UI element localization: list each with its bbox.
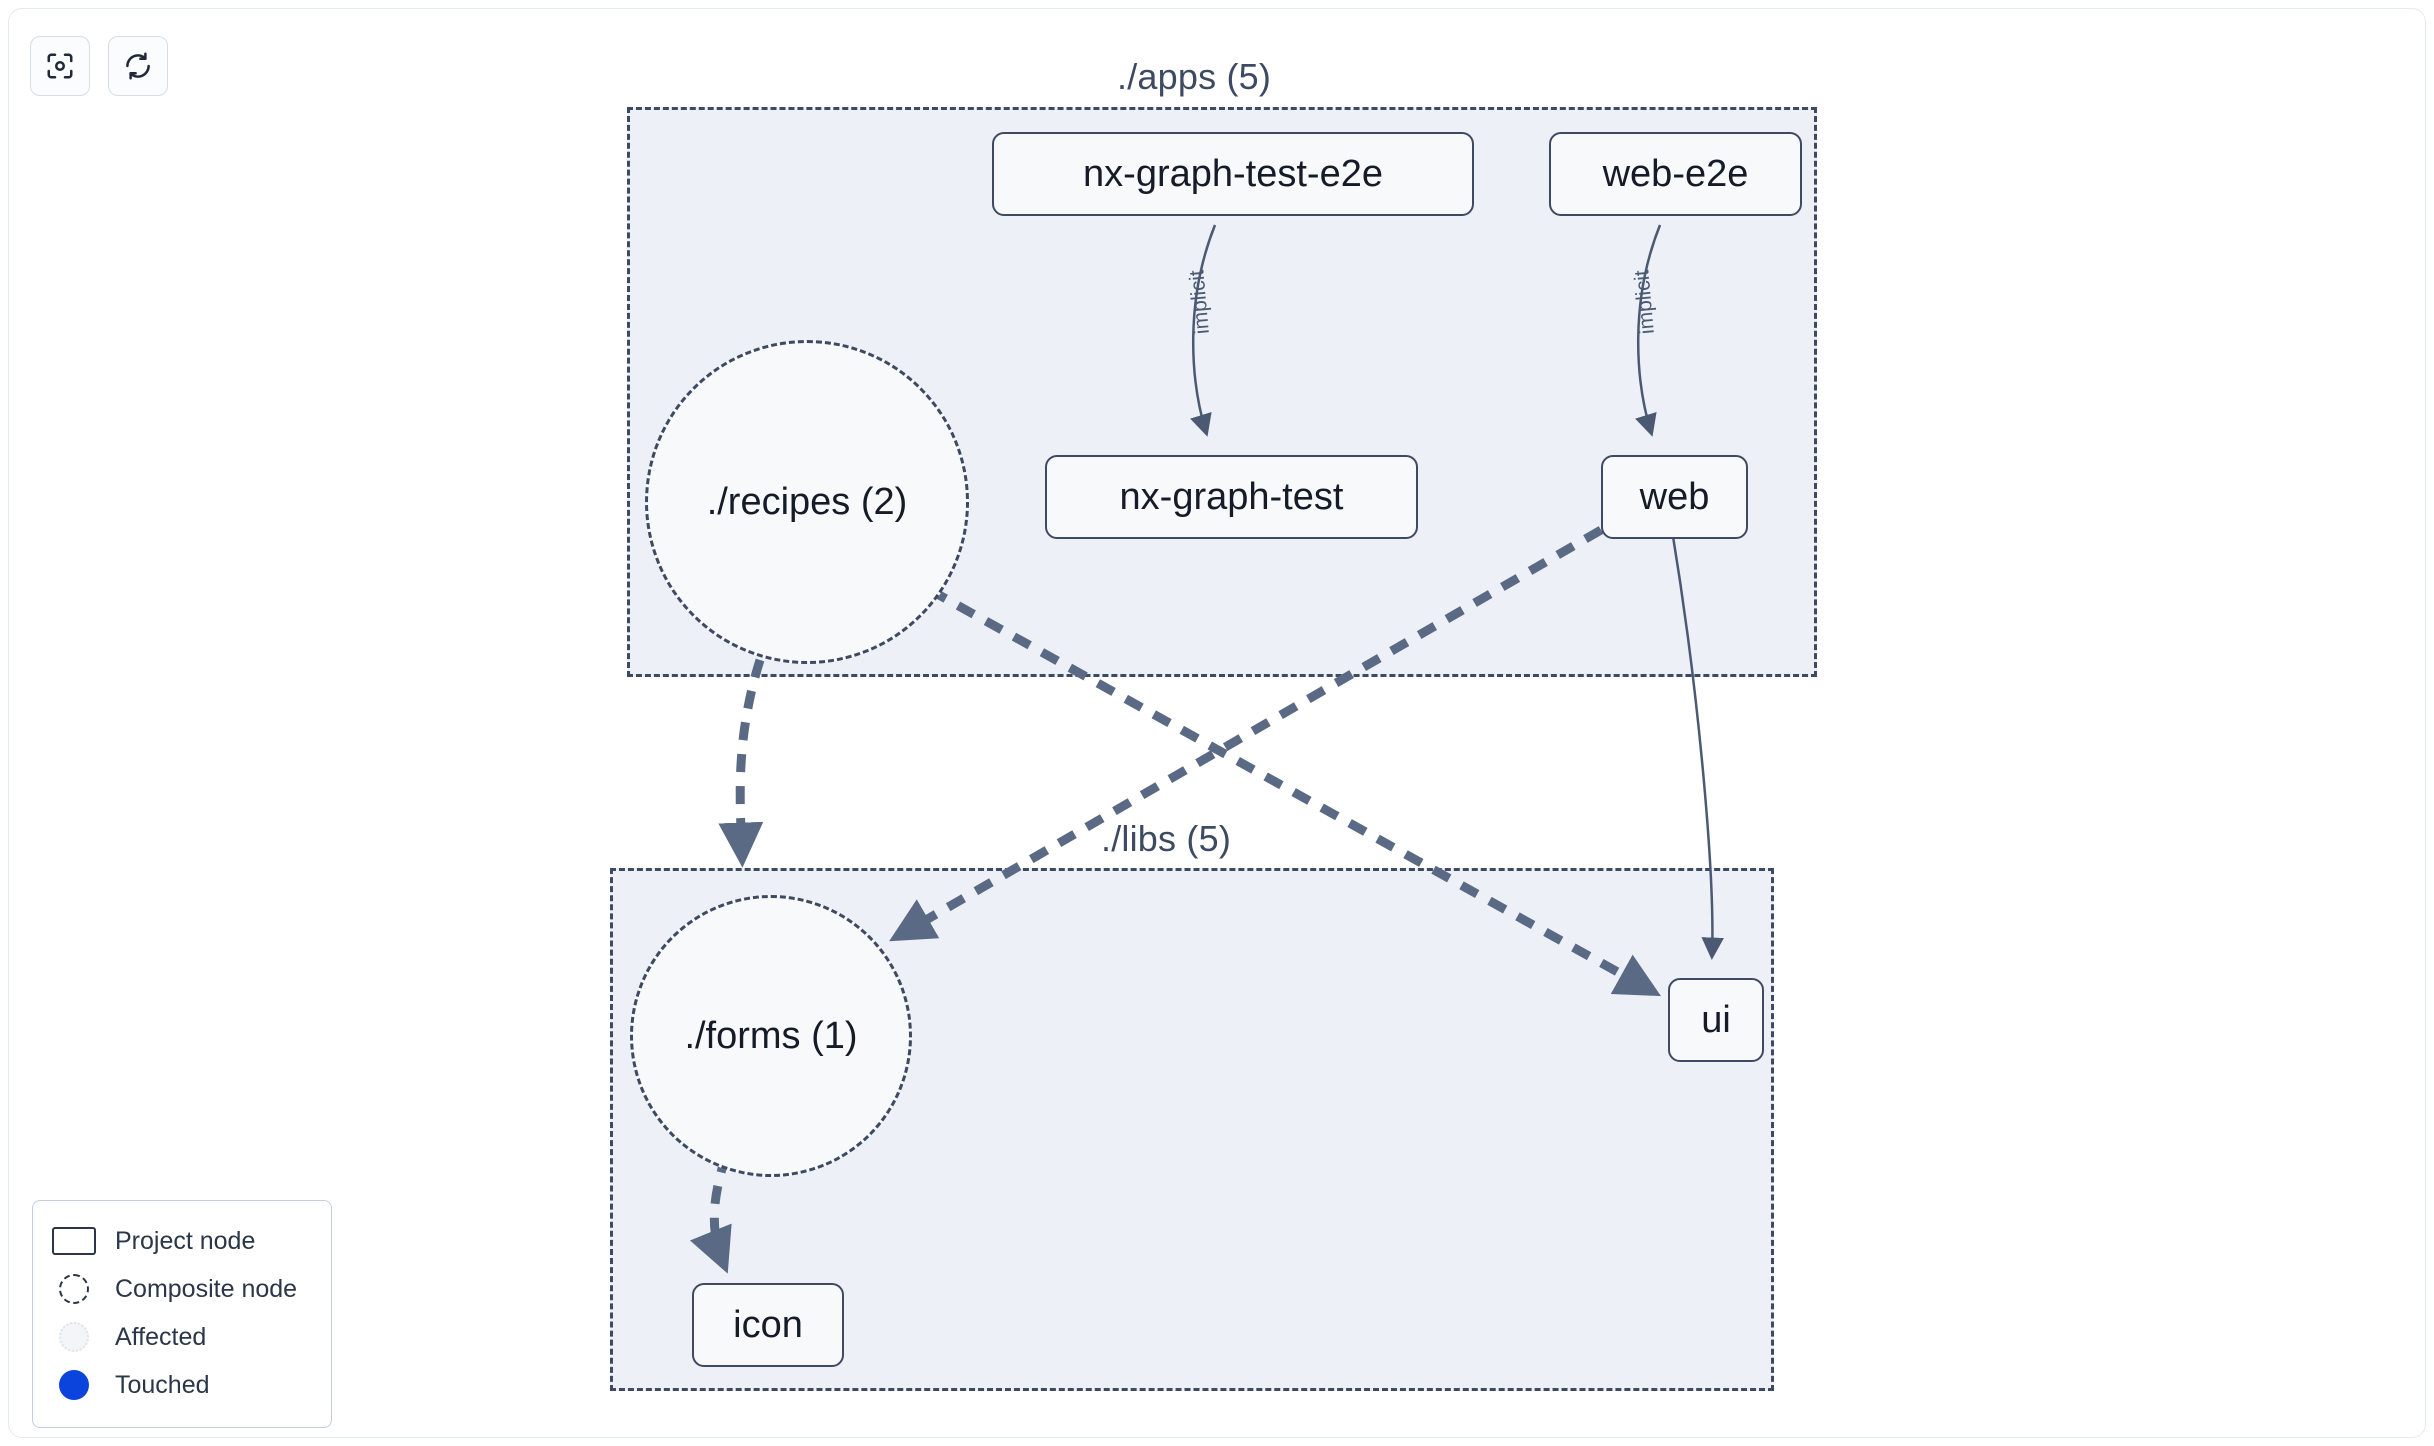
node-label: ./forms (1) [684,1014,858,1057]
legend-label: Composite node [115,1274,298,1303]
graph-legend: Project node Composite node Affected Tou… [32,1200,332,1428]
node-forms[interactable]: ./forms (1) [630,895,912,1177]
legend-item-touched: Touched [51,1361,313,1409]
group-libs-label: ./libs (5) [1101,818,1232,859]
composite-node-swatch [51,1274,97,1304]
edge-recipes-to-forms [718,658,765,868]
node-label: icon [733,1303,803,1346]
node-label: ui [1701,998,1731,1041]
node-recipes[interactable]: ./recipes (2) [645,340,969,664]
touched-swatch [51,1370,97,1400]
legend-item-project-node: Project node [51,1217,313,1265]
focus-graph-button[interactable] [30,36,90,96]
refresh-graph-button[interactable] [108,36,168,96]
node-nx-graph-test-e2e[interactable]: nx-graph-test-e2e [992,132,1474,216]
legend-item-affected: Affected [51,1313,313,1361]
node-web-e2e[interactable]: web-e2e [1549,132,1802,216]
focus-icon [45,51,75,81]
node-ui[interactable]: ui [1668,978,1764,1062]
node-label: nx-graph-test-e2e [1083,152,1383,195]
refresh-icon [123,51,153,81]
graph-toolbar [30,36,168,96]
group-apps-label: ./apps (5) [1117,56,1272,97]
node-label: web [1639,475,1710,518]
legend-label: Affected [115,1322,207,1351]
node-label: web-e2e [1602,152,1749,195]
legend-label: Touched [115,1370,210,1399]
node-label: ./recipes (2) [706,480,908,523]
affected-swatch [51,1322,97,1352]
node-web[interactable]: web [1601,455,1748,539]
node-label: nx-graph-test [1119,475,1344,518]
legend-item-composite-node: Composite node [51,1265,313,1313]
project-node-swatch [51,1227,97,1255]
node-icon[interactable]: icon [692,1283,844,1367]
node-nx-graph-test[interactable]: nx-graph-test [1045,455,1418,539]
legend-label: Project node [115,1226,256,1255]
